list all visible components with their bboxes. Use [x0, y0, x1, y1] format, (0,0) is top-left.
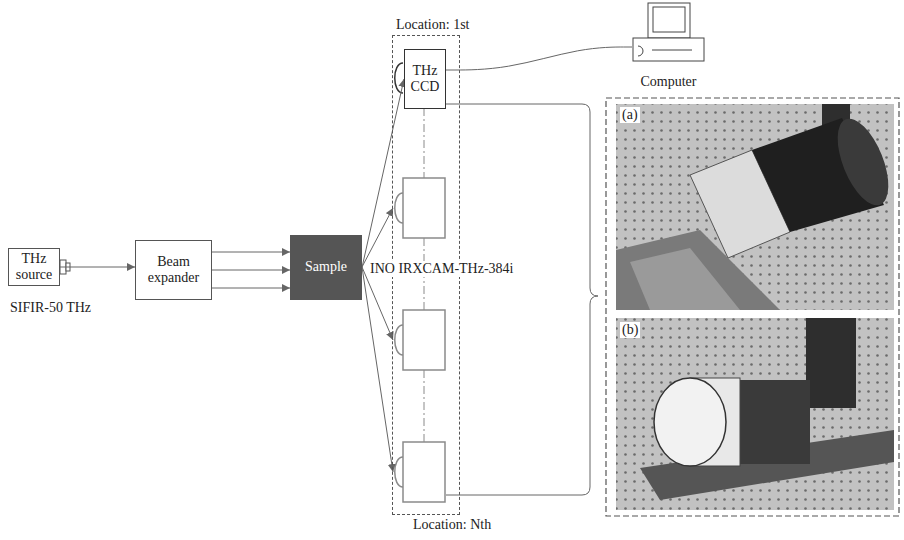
expander-box: Beam expander — [135, 240, 212, 300]
brace — [446, 104, 598, 495]
connector — [446, 47, 632, 70]
connector — [212, 252, 290, 253]
ccd-box: THz CCD — [404, 49, 446, 109]
node-text: THz source — [12, 251, 56, 283]
camera-position — [395, 178, 445, 502]
node-text: Sample — [305, 259, 347, 275]
camera-label: INO IRXCAM-THz-384i — [368, 261, 515, 277]
computer-icon — [632, 2, 705, 62]
connector — [60, 267, 135, 268]
computer-node: Computer — [632, 2, 705, 62]
photo — [616, 318, 894, 510]
connector — [212, 288, 290, 289]
source-box: THz source — [8, 248, 60, 286]
photo-panel — [606, 98, 899, 516]
node-text: Location: Nth — [413, 517, 491, 533]
node-text: Location: 1st — [396, 17, 470, 33]
node-text: THz CCD — [408, 63, 442, 95]
model-label: SIFIR-50 THz — [8, 300, 93, 316]
node-text: Computer — [632, 74, 705, 90]
node-text: Beam expander — [139, 254, 208, 286]
photo — [616, 104, 899, 310]
connector — [212, 270, 290, 271]
connector — [362, 79, 404, 268]
panel-label: (a) — [620, 107, 640, 123]
panel-label: (b) — [620, 322, 640, 338]
sample-box: Sample — [290, 235, 362, 300]
